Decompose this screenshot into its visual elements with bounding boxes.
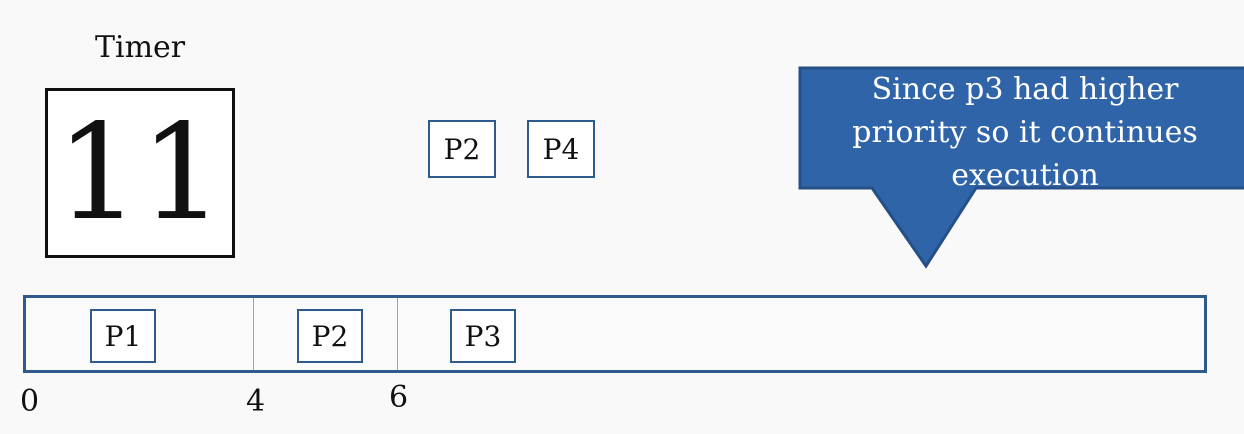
gantt-divider — [397, 298, 398, 370]
callout-text: Since p3 had higher priority so it conti… — [820, 68, 1230, 197]
callout-bubble — [798, 66, 1244, 269]
gantt-block-p3: P3 — [450, 309, 516, 363]
gantt-tick-label: 6 — [389, 380, 409, 415]
gantt-tick-label: 0 — [20, 384, 40, 419]
gantt-chart-bar — [23, 295, 1207, 373]
callout-line: execution — [951, 158, 1099, 193]
timer-label: Timer — [95, 30, 186, 65]
gantt-divider — [253, 298, 254, 370]
gantt-block-p2: P2 — [297, 309, 363, 363]
gantt-tick-label: 4 — [246, 384, 266, 419]
queue-process-p2: P2 — [428, 120, 496, 178]
queue-process-p4: P4 — [527, 120, 595, 178]
callout-line: priority so it continues — [852, 115, 1198, 150]
gantt-block-p1: P1 — [90, 309, 156, 363]
callout-line: Since p3 had higher — [871, 72, 1179, 107]
timer-display: 11 — [45, 88, 235, 258]
